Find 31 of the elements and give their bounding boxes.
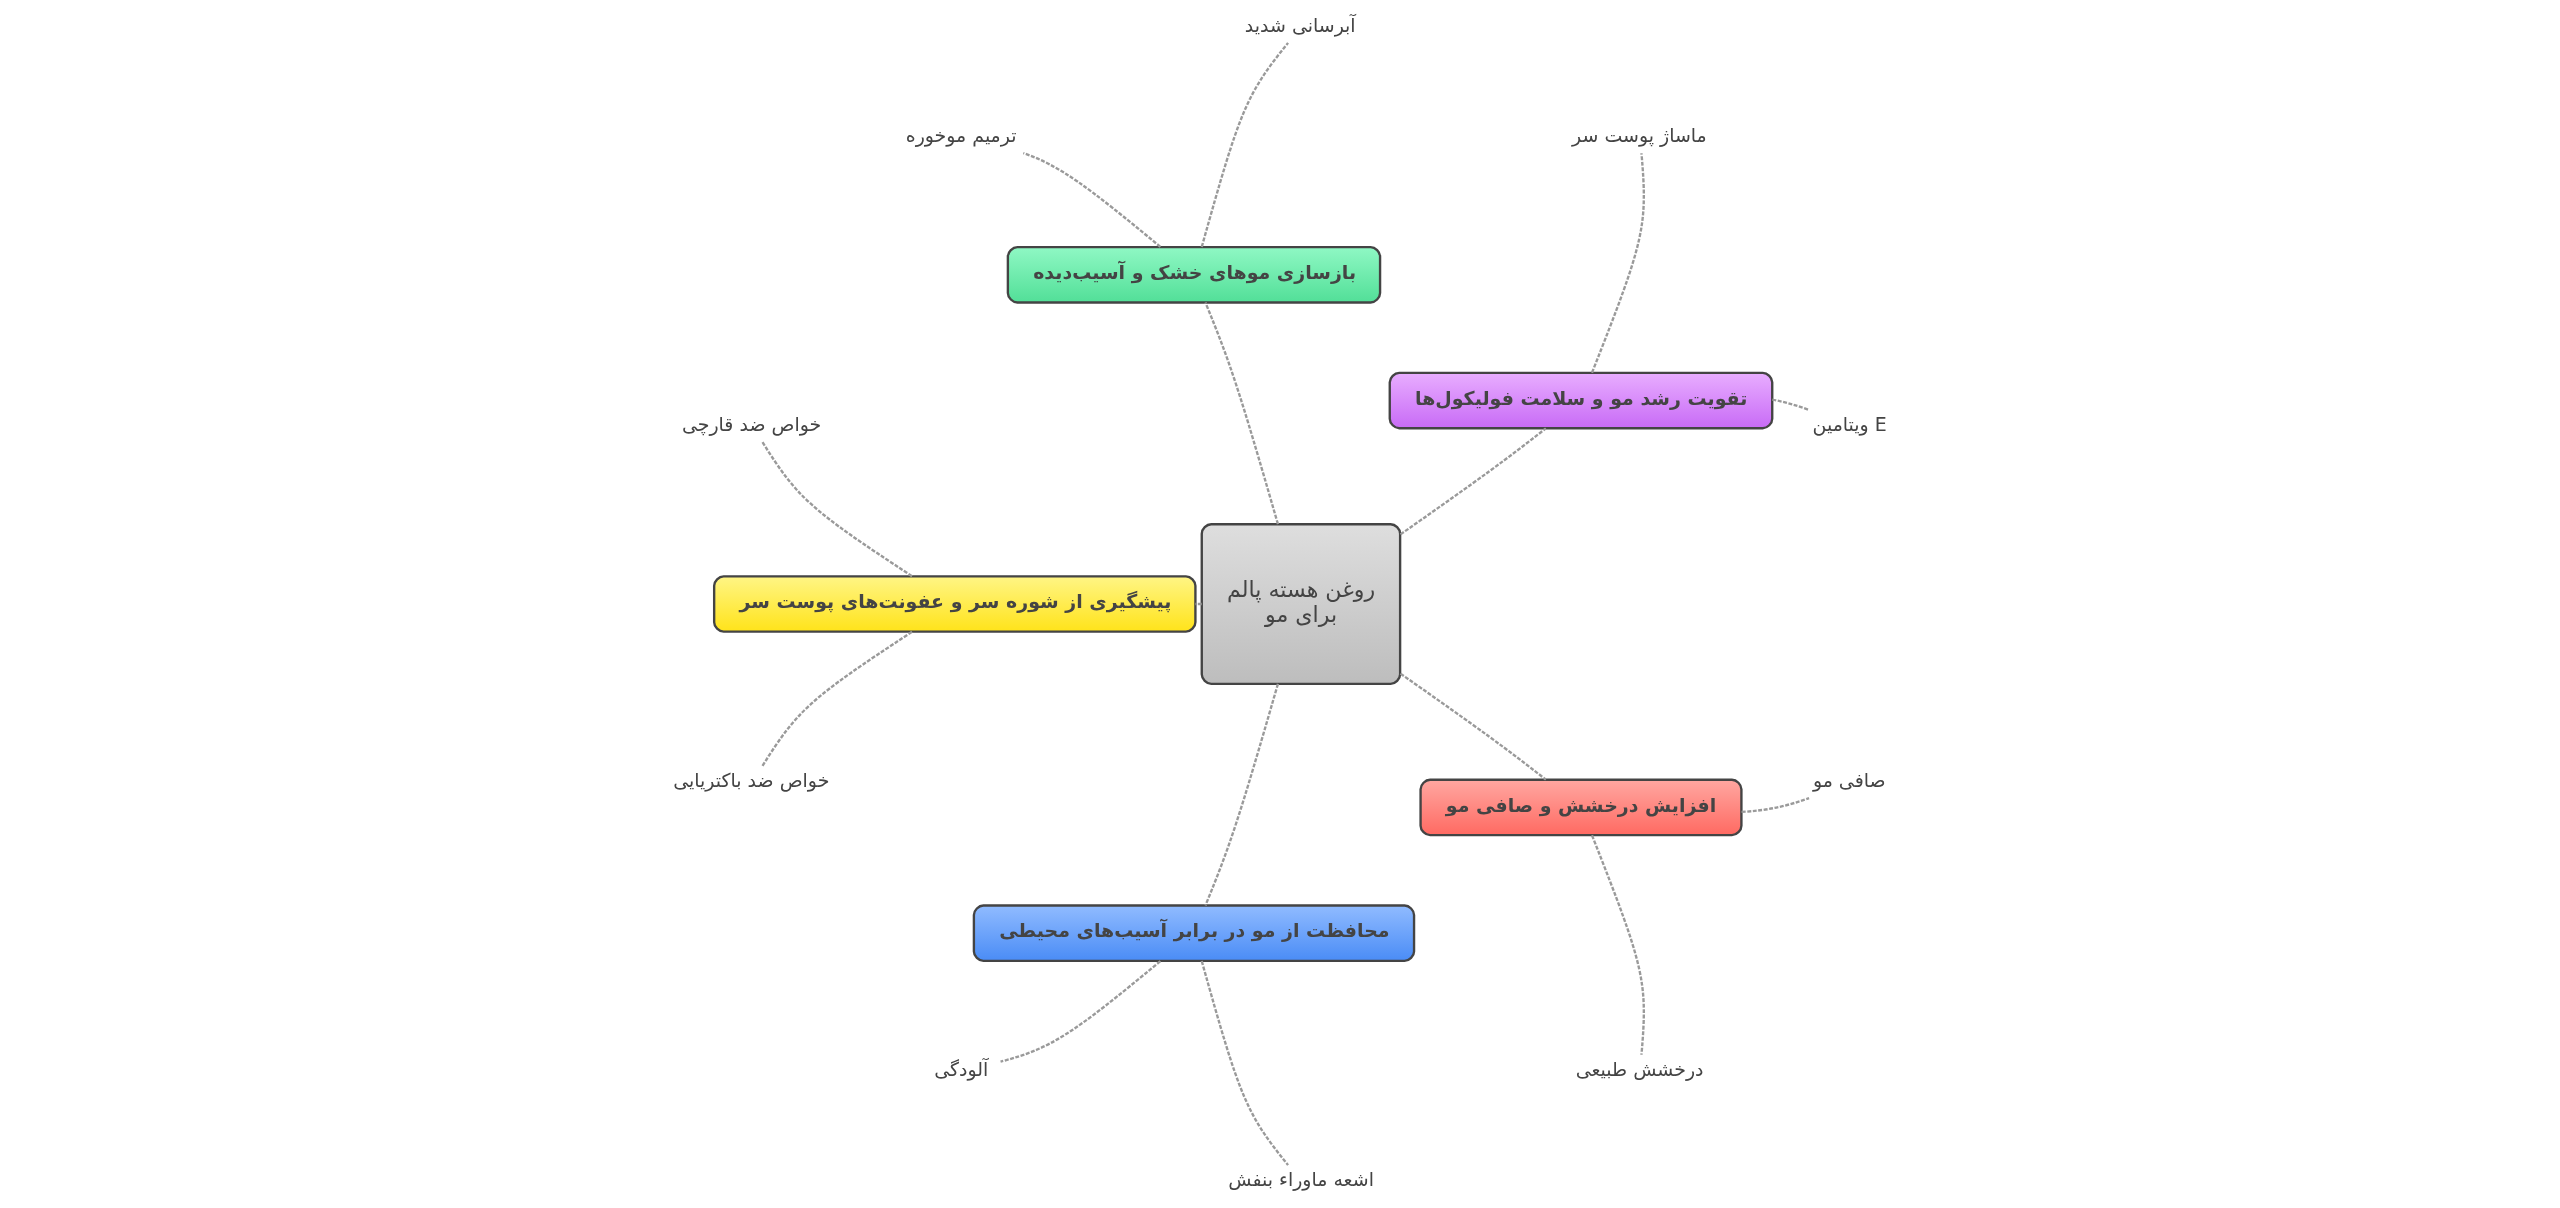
- node-text: خواص ضد باکتریایی: [673, 769, 830, 792]
- connector: [1000, 960, 1162, 1063]
- connector: [1590, 153, 1645, 374]
- node-box: افزایش درخشش و صافی مو: [1419, 778, 1743, 837]
- node-box: روغن هسته پالم برای مو: [1200, 523, 1402, 685]
- connector: [761, 441, 913, 578]
- node-text: ترمیم موخوره: [905, 124, 1017, 147]
- connector: [1022, 151, 1162, 248]
- connector: [1204, 302, 1280, 525]
- node-text: درخشش طبیعی: [1575, 1057, 1704, 1080]
- node-box: پیشگیری از شوره سر و عفونت‌های پوست سر: [712, 575, 1197, 633]
- connector: [1590, 834, 1645, 1055]
- node-text: صافی مو: [1812, 769, 1886, 792]
- connector: [1200, 960, 1289, 1166]
- connector: [1741, 797, 1810, 814]
- connector: [1399, 427, 1547, 536]
- connector: [1200, 42, 1289, 248]
- node-text: ماساژ پوست سر: [1572, 124, 1707, 147]
- node-box: بازسازی موهای خشک و آسیب‌دیده: [1006, 245, 1382, 304]
- connector: [761, 630, 913, 767]
- node-text: آلودگی: [934, 1057, 989, 1080]
- connector: [1772, 398, 1810, 411]
- node-text: آبرسانی شدید: [1244, 13, 1356, 36]
- node-text: ویتامین E: [1812, 412, 1887, 435]
- node-text: اشعه ماوراء بنفش: [1228, 1167, 1374, 1190]
- node-box: محافظت از مو در برابر آسیب‌های محیطی: [972, 904, 1416, 963]
- connector: [1195, 602, 1202, 606]
- connector: [1204, 683, 1280, 906]
- node-text: خواص ضد قارچی: [681, 412, 822, 435]
- node-box: تقویت رشد مو و سلامت فولیکول‌ها: [1388, 371, 1774, 430]
- connector: [1399, 672, 1547, 781]
